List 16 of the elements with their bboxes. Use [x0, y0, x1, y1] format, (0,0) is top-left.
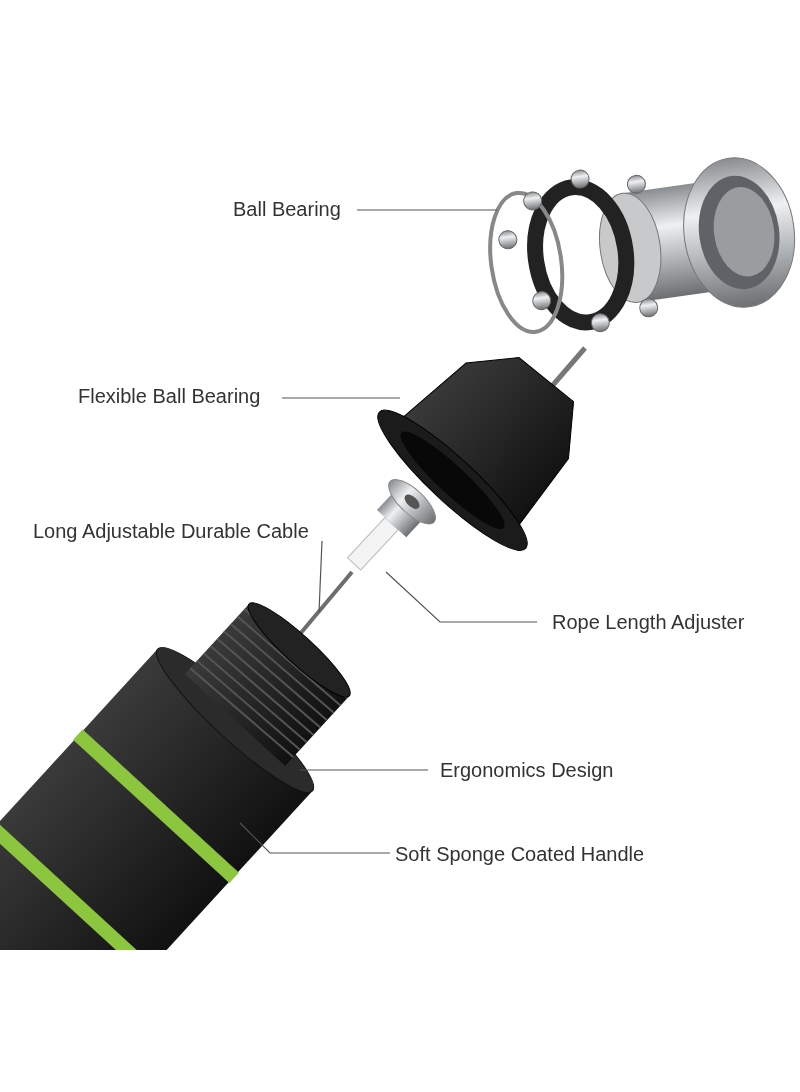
leader-line: [299, 769, 429, 771]
leader-line: [385, 571, 538, 623]
leader-line: [318, 540, 323, 613]
part-label: Ball Bearing: [233, 197, 341, 221]
leader-line: [239, 822, 391, 854]
length-adjuster-drawing: [347, 478, 436, 571]
bearing-cap-drawing: [377, 346, 587, 551]
leader-line: [281, 397, 401, 399]
part-label: Ergonomics Design: [440, 758, 614, 782]
part-label: Soft Sponge Coated Handle: [395, 842, 645, 866]
part-label: Long Adjustable Durable Cable: [33, 519, 309, 543]
part-label: Flexible Ball Bearing: [78, 384, 261, 408]
ball-bearing-drawing: [488, 157, 795, 334]
cable-drawing: [298, 570, 354, 636]
leader-line: [356, 209, 498, 211]
part-label: Rope Length Adjuster: [552, 610, 745, 634]
